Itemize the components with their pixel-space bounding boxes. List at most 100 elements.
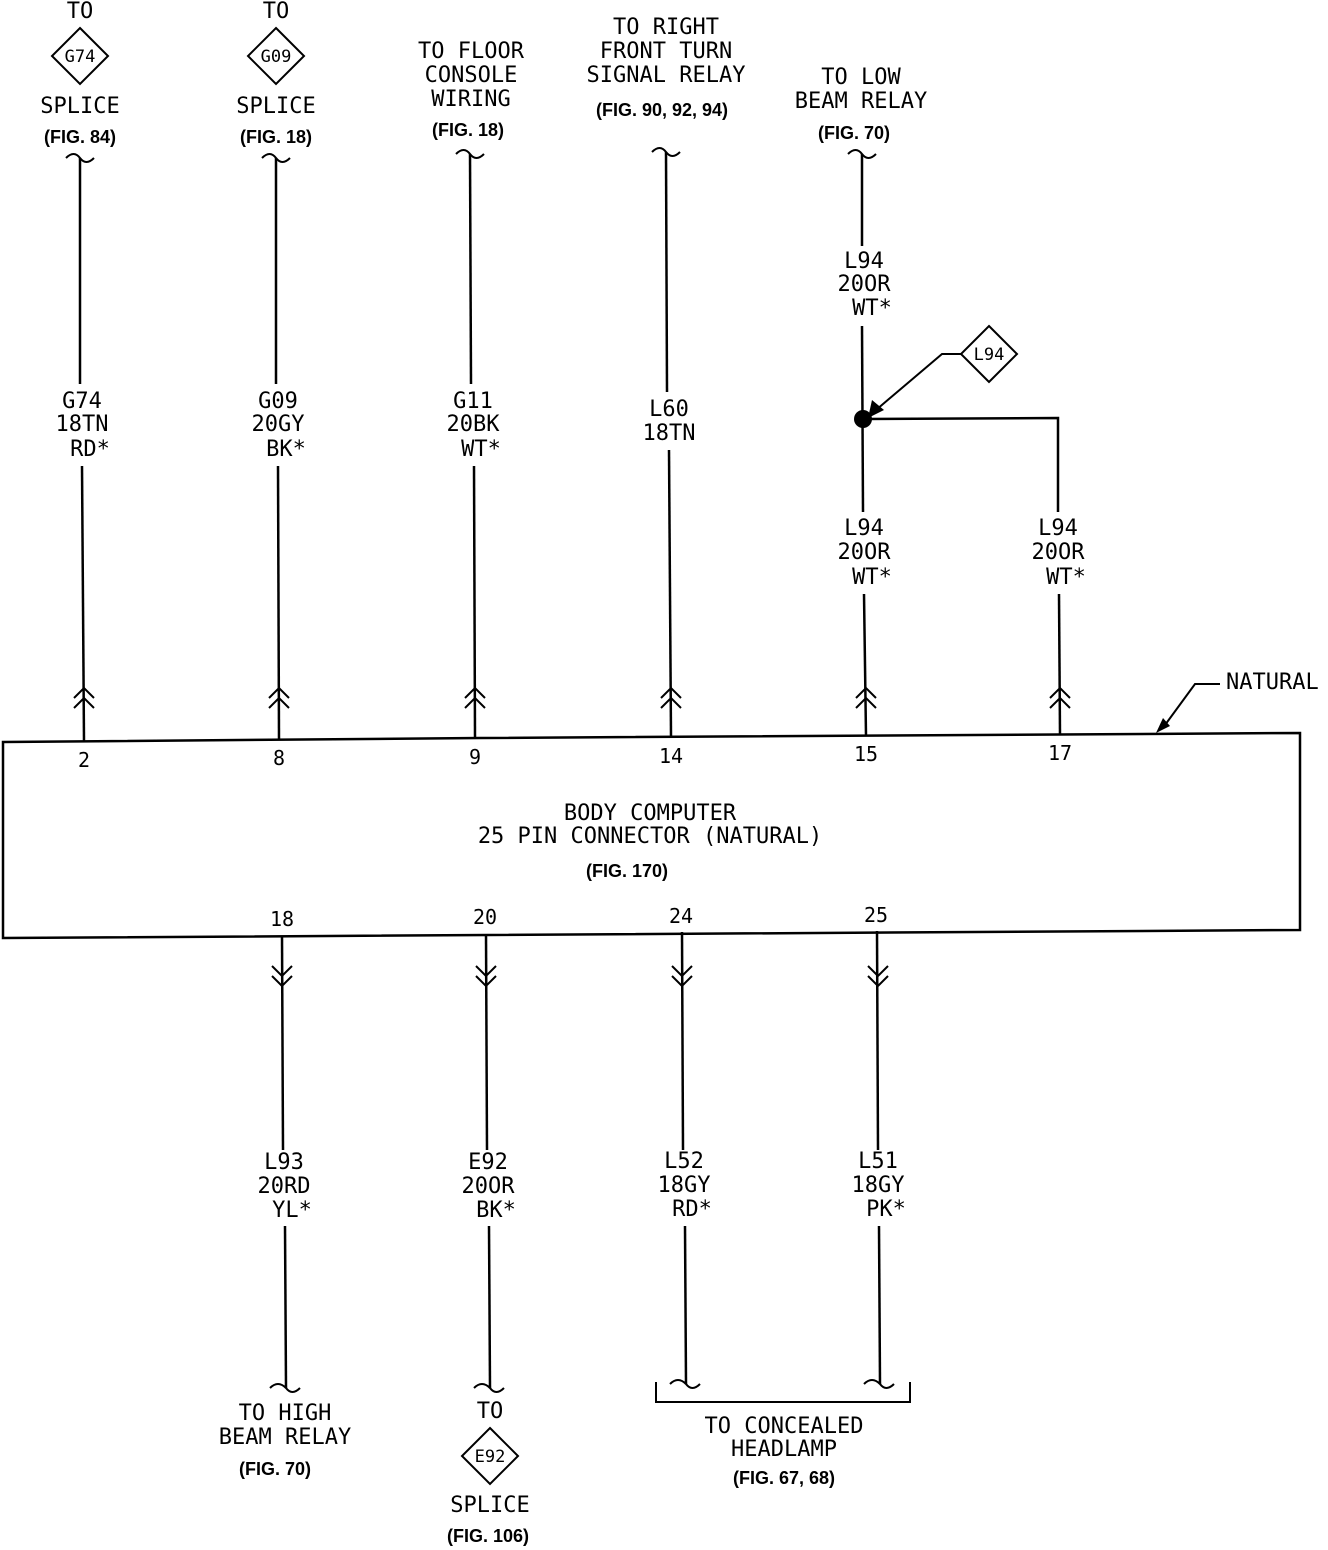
wire-tracer: YL* [272, 1198, 312, 1223]
destination-bracket [655, 1382, 911, 1403]
destination-prefix: TO [477, 1399, 504, 1424]
destination-fig: (FIG. 84) [44, 127, 116, 147]
destination-fig: (FIG. 67, 68) [733, 1468, 835, 1488]
destination-label-line2: FRONT TURN [600, 39, 732, 64]
wire-segment [280, 935, 285, 1151]
wire-gauge-color: 18GY [852, 1173, 905, 1198]
destination-label: SPLICE [236, 94, 315, 119]
wire-gauge-color: 18TN [56, 412, 109, 437]
wire-segment [664, 151, 669, 393]
wire-gauge-color: 20OR [838, 540, 892, 565]
connector-subtitle: 25 PIN CONNECTOR (NATURAL) [478, 824, 822, 849]
wire-pin-24: 24 L52 18GY RD* [658, 904, 712, 1389]
pin-number: 20 [473, 905, 497, 929]
splice-diamond [50, 26, 110, 86]
pin-number: 17 [1048, 741, 1072, 765]
wire-pin-20: 20 E92 20OR BK* TO E92 SPLICE (FIG. 106) [447, 905, 530, 1546]
wire-tracer-upper: WT* [852, 296, 892, 321]
terminal-symbol [268, 686, 290, 709]
wire-tracer: WT* [1046, 565, 1086, 590]
pin-number: 2 [78, 748, 90, 772]
wire-segment [667, 449, 673, 738]
terminal-symbol [464, 686, 486, 709]
wire-tracer: WT* [852, 565, 892, 590]
destination-fig: (FIG. 18) [240, 127, 312, 147]
splice-diamond [246, 26, 306, 86]
destination-prefix: TO [263, 0, 290, 24]
splice-marker-leader [875, 353, 961, 411]
terminal-symbol [660, 686, 682, 709]
splice-marker-label: L94 [974, 345, 1005, 365]
destination-label-line1: TO HIGH [239, 1401, 332, 1426]
wire-break-symbol [269, 1383, 301, 1393]
destination-fig: (FIG. 106) [447, 1526, 529, 1546]
wire-break-symbol [473, 1383, 505, 1393]
destination-fig: (FIG. 70) [818, 123, 890, 143]
circuit-id: L51 [858, 1149, 898, 1174]
splice-diamond [460, 1426, 520, 1486]
wire-segment [472, 465, 477, 740]
connector-title: BODY COMPUTER [564, 801, 737, 826]
terminal-symbol [475, 965, 497, 988]
wire-segment [1057, 593, 1062, 736]
wire-gauge-color: 20GY [252, 412, 305, 437]
terminal-symbol [867, 965, 889, 988]
destination-label-line2: BEAM RELAY [795, 89, 927, 114]
destination-label-line3: WIRING [431, 87, 510, 112]
natural-callout-arrowhead [1156, 718, 1170, 733]
splice-diamond-label: G09 [261, 47, 292, 67]
circuit-id: L94 [1038, 516, 1078, 541]
wire-gauge-color: 20BK [447, 412, 501, 437]
pin-number: 8 [273, 746, 285, 770]
wire-segment [877, 1225, 882, 1385]
pin-number: 14 [659, 744, 683, 768]
wire-segment [875, 930, 880, 1151]
circuit-id: G09 [258, 389, 298, 414]
terminal-symbol [671, 965, 693, 988]
circuit-id: L52 [664, 1149, 704, 1174]
circuit-id: L93 [264, 1150, 304, 1175]
destination-fig: (FIG. 18) [432, 120, 504, 140]
destination-fig: (FIG. 70) [239, 1459, 311, 1479]
wire-tracer: PK* [866, 1197, 906, 1222]
terminal-symbol [855, 686, 877, 709]
wire-tracer: RD* [672, 1197, 712, 1222]
wire-tracer: RD* [70, 437, 110, 462]
destination-label-line1: TO FLOOR [418, 39, 525, 64]
wire-break-symbol [669, 1379, 701, 1389]
destination-label-line1: TO CONCEALED [705, 1414, 864, 1439]
wire-pin-8: TO G09 SPLICE (FIG. 18) G09 20GY BK* 8 [236, 0, 315, 770]
wire-break-symbol [863, 1379, 895, 1389]
wire-gauge-color: 20RD [258, 1174, 311, 1199]
wire-tracer: BK* [476, 1198, 516, 1223]
circuit-id: G11 [453, 389, 493, 414]
wire-gauge-color-upper: 20OR [838, 272, 892, 297]
pin-number: 9 [469, 745, 481, 769]
wire-gauge-color: 20OR [1032, 540, 1086, 565]
wire-segment [80, 465, 86, 743]
destination-label: SPLICE [450, 1493, 529, 1518]
wire-gauge-color: 18GY [658, 1173, 711, 1198]
destination-label-line3: SIGNAL RELAY [587, 63, 746, 88]
splice-marker-arrowhead [868, 400, 884, 418]
terminal-symbol [271, 965, 293, 988]
natural-callout-leader [1164, 683, 1220, 726]
splice-marker: L94 [868, 324, 1019, 418]
wire-tracer: WT* [461, 437, 501, 462]
wire-pin-14: TO RIGHT FRONT TURN SIGNAL RELAY (FIG. 9… [587, 15, 746, 768]
natural-callout-label: NATURAL [1226, 670, 1319, 695]
wire-gauge-color: 18TN [643, 421, 696, 446]
circuit-id: L60 [649, 397, 689, 422]
circuit-id: E92 [468, 1150, 508, 1175]
circuit-id: G74 [62, 389, 102, 414]
wire-segment [276, 465, 281, 741]
circuit-id: L94 [844, 516, 884, 541]
wire-segment [487, 1225, 492, 1389]
pin-number: 24 [669, 904, 693, 928]
terminal-symbol [1049, 686, 1071, 709]
wire-gauge-color: 20OR [462, 1174, 516, 1199]
wire-pin-15: TO LOW BEAM RELAY (FIG. 70) L94 20OR WT*… [795, 65, 927, 766]
destination-fig: (FIG. 90, 92, 94) [596, 100, 728, 120]
destination-label-line1: TO LOW [821, 65, 901, 90]
